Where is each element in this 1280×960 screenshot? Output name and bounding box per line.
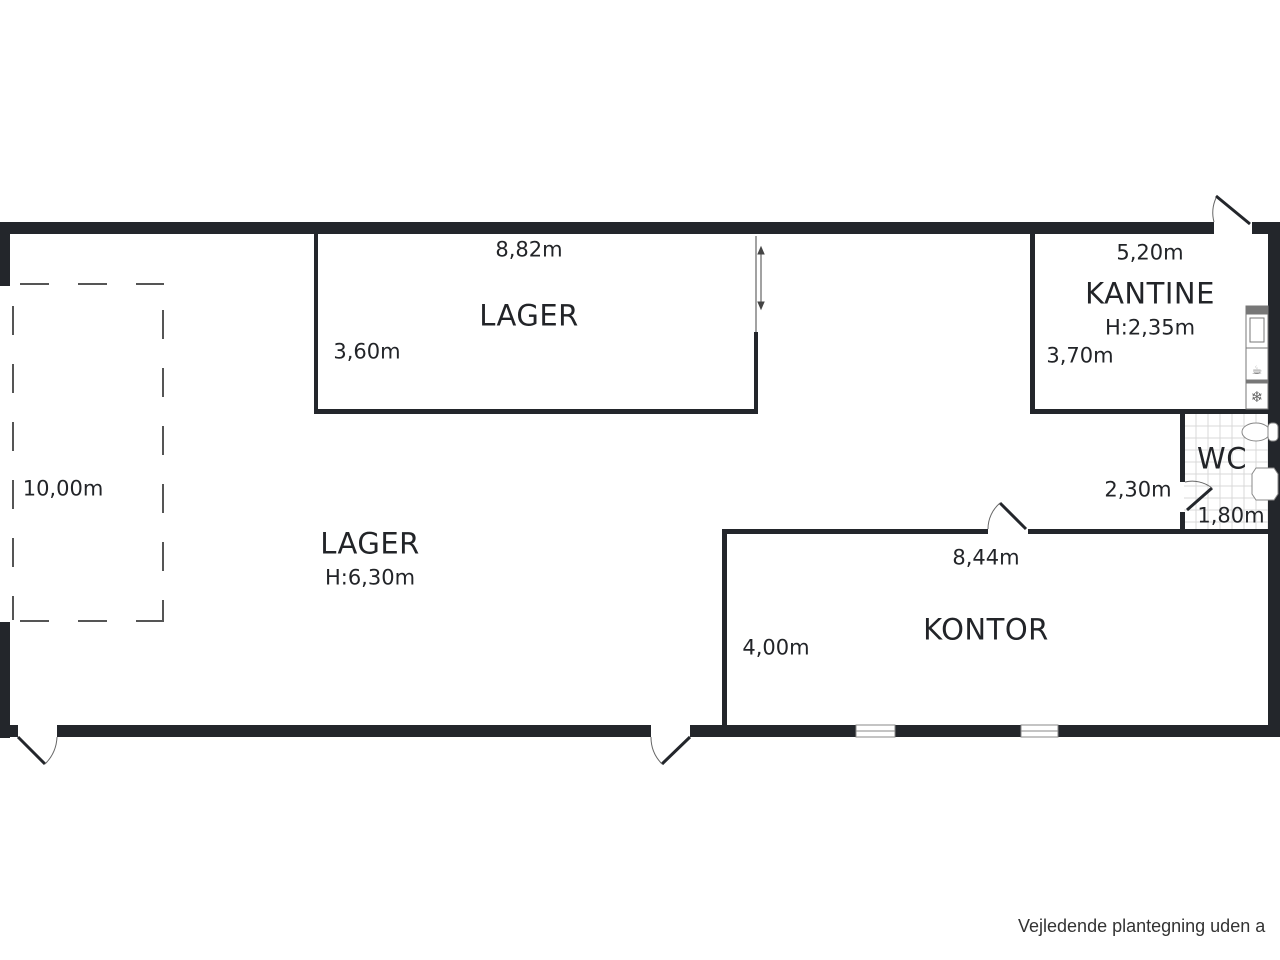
door-kontor xyxy=(987,501,1028,531)
room-height-lager-main: H:6,30m xyxy=(324,565,416,590)
dimension-wc-bottom: 1,80m xyxy=(1197,503,1265,528)
toilet-icon xyxy=(1241,422,1271,442)
svg-text:❄: ❄ xyxy=(1251,388,1264,406)
room-label-lager-main: LAGER xyxy=(320,526,420,561)
interior-walls xyxy=(314,234,1280,729)
doors xyxy=(16,194,1251,766)
room-height-kantine: H:2,35m xyxy=(1104,315,1196,340)
outer-walls xyxy=(0,222,1280,738)
dimension-lager-small-side: 3,60m xyxy=(333,339,401,364)
sink-icon xyxy=(1245,313,1269,349)
kitchen-counter: ☕ ❄ xyxy=(1245,305,1269,410)
dimension-lager-small-top: 8,82m xyxy=(495,237,563,262)
door-left-exterior xyxy=(16,735,58,766)
svg-text:☕: ☕ xyxy=(1252,363,1263,377)
dimension-kantine-top: 5,20m xyxy=(1116,240,1184,265)
sliding-door-icon xyxy=(755,236,765,332)
room-label-wc: WC xyxy=(1197,441,1247,476)
disclaimer-note: Vejledende plantegning uden a xyxy=(1018,916,1266,936)
door-kantine-exterior xyxy=(1212,194,1251,226)
dashed-loading-area xyxy=(12,283,164,622)
door-bottom-exterior xyxy=(650,735,692,766)
windows xyxy=(855,724,1059,738)
freezer-icon xyxy=(1245,382,1269,410)
dimension-kontor-top: 8,44m xyxy=(952,545,1020,570)
washbasin-icon xyxy=(1251,467,1279,501)
room-label-lager-small: LAGER xyxy=(479,298,579,333)
dimension-kantine-side: 3,70m xyxy=(1046,343,1114,368)
dimension-kontor-side: 4,00m xyxy=(742,635,810,660)
dimension-lager-main-side: 10,00m xyxy=(22,476,104,501)
door-wc xyxy=(1184,480,1213,512)
wc-fixtures xyxy=(1241,422,1279,501)
room-label-kantine: KANTINE xyxy=(1085,276,1215,311)
dimension-wc-side: 2,30m xyxy=(1104,477,1172,502)
room-label-kontor: KONTOR xyxy=(923,612,1049,647)
